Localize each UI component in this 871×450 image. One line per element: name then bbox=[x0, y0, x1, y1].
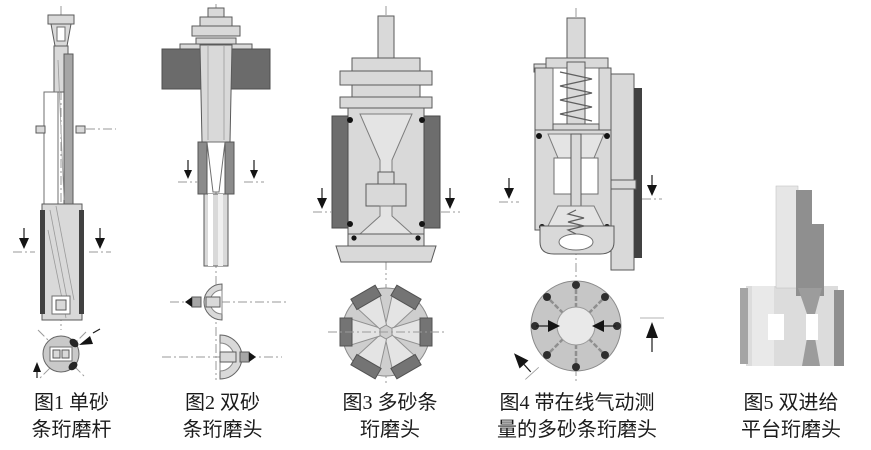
figure-1-caption: 图1 单砂 条珩磨杆 bbox=[32, 390, 112, 444]
figure-5-caption-line-1: 图5 双进给 bbox=[743, 392, 839, 414]
figure-3-caption: 图3 多砂条 珩磨头 bbox=[343, 390, 438, 444]
figure-panel-3: 图3 多砂条 珩磨头 bbox=[312, 0, 468, 444]
figure-3-caption-line-1: 图3 多砂条 bbox=[342, 392, 438, 414]
figure-5-caption: 图5 双进给 平台珩磨头 bbox=[741, 390, 841, 444]
figure-5-drawing bbox=[740, 185, 844, 366]
figure-4-caption: 图4 带在线气动测 量的多砂条珩磨头 bbox=[497, 390, 657, 444]
figure-3-caption-line-2: 珩磨头 bbox=[360, 419, 420, 441]
figure-3-drawing bbox=[313, 6, 460, 384]
figure-panel-4: 图4 带在线气动测 量的多砂条珩磨头 bbox=[482, 0, 672, 444]
figure-4-drawing bbox=[499, 8, 664, 384]
figure-2-caption-line-1: 图2 双砂 bbox=[185, 392, 260, 414]
figure-5-caption-line-2: 平台珩磨头 bbox=[741, 419, 841, 441]
figure-1-caption-line-1: 图1 单砂 bbox=[34, 392, 109, 414]
figure-panel-5: 图5 双进给 平台珩磨头 bbox=[712, 0, 870, 444]
figure-2-caption: 图2 双砂 条珩磨头 bbox=[183, 390, 263, 444]
figure-2-caption-line-2: 条珩磨头 bbox=[182, 419, 263, 441]
figure-2-drawing bbox=[161, 4, 288, 380]
figure-4-caption-line-1: 图4 带在线气动测 bbox=[499, 392, 655, 414]
figure-4-caption-line-2: 量的多砂条珩磨头 bbox=[497, 419, 657, 441]
figure-1-caption-line-2: 条珩磨杆 bbox=[31, 419, 112, 441]
figure-panel-1: 图1 单砂 条珩磨杆 bbox=[4, 0, 139, 444]
figure-panel-2: 图2 双砂 条珩磨头 bbox=[150, 0, 295, 444]
figure-1-drawing bbox=[13, 6, 116, 379]
